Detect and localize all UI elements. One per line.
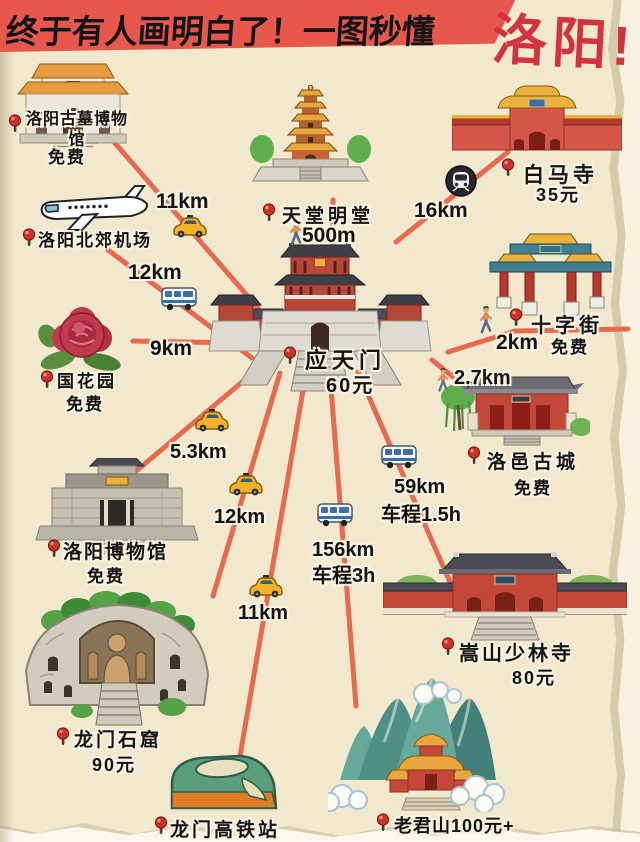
grottoes-price: 90元 [92, 755, 137, 775]
shaolin-temple-illustration [383, 552, 627, 641]
map-pin-icon [501, 158, 515, 177]
yingtianmen-price: 60元 [326, 375, 375, 397]
luoyi-distance: 2.7km [454, 367, 511, 389]
tomb-museum-price: 免费 [48, 148, 86, 167]
guohuayuan-distance: 9km [150, 337, 193, 360]
baima-temple-illustration [452, 85, 622, 151]
map-pin-icon [509, 308, 523, 327]
bus-icon [317, 503, 353, 527]
shaolin-label: 嵩山少林寺 [459, 643, 574, 665]
grottoes-distance: 12km [214, 506, 266, 528]
map-pin-icon [283, 346, 297, 365]
taxi-icon [173, 214, 207, 239]
torn-edge-left [0, 0, 14, 842]
taxi-icon [195, 408, 229, 433]
baima-label: 白马寺 [523, 164, 598, 187]
luoyi-price: 免费 [514, 479, 552, 498]
map-pin-icon [47, 539, 61, 558]
baima-distance: 16km [414, 199, 468, 222]
longmen-grottoes-illustration [24, 591, 210, 726]
shizijie-archway-illustration [489, 233, 612, 316]
shaolin-price: 80元 [512, 668, 557, 688]
baima-price: 35元 [536, 185, 581, 205]
luoyi-city-illustration [441, 376, 590, 446]
route-tomb-museum [85, 109, 261, 311]
map-pin-icon [8, 114, 22, 133]
tomb-museum-distance: 11km [156, 190, 209, 213]
route-baima [393, 149, 511, 245]
metro-icon [445, 165, 477, 197]
train-illustration [170, 754, 278, 810]
laojun-label: 老君山100元+ [394, 816, 515, 836]
bus-icon [161, 287, 197, 311]
bus-icon [381, 445, 417, 469]
taxi-icon [229, 472, 263, 497]
yingtianmen-illustration [208, 243, 432, 392]
taxi-icon [249, 574, 283, 599]
grottoes-label: 龙门石窟 [74, 730, 163, 751]
laojun-duration: 车程3h [312, 565, 376, 587]
airplane-illustration [40, 185, 149, 231]
laojun-mountain-illustration [328, 677, 505, 812]
tiantang-pagoda-illustration [250, 85, 371, 182]
shaolin-duration: 车程1.5h [381, 504, 462, 526]
map-pin-icon [376, 813, 390, 832]
museum-label: 洛阳博物馆 [63, 542, 169, 563]
laojun-distance: 156km [312, 539, 375, 561]
route-laojun [327, 372, 359, 709]
tiantang-label: 天堂明堂 [282, 206, 375, 227]
route-museum [132, 369, 257, 475]
route-station [237, 370, 309, 759]
airport-distance: 12km [128, 261, 182, 284]
walking-person-icon [479, 305, 493, 334]
guohuayuan-price: 免费 [66, 395, 104, 414]
tomb-museum-illustration [16, 63, 130, 148]
tiantang-distance: 500m [302, 224, 356, 247]
guohuayuan-label: 国花园 [57, 372, 117, 391]
route-shaolin [355, 369, 453, 585]
map-pin-icon [56, 727, 70, 746]
airport-label: 洛阳北郊机场 [38, 231, 152, 250]
station-distance: 11km [238, 602, 289, 624]
map-pin-icon [40, 370, 54, 389]
shaolin-distance: 59km [394, 476, 446, 498]
peony-illustration [38, 307, 121, 371]
map-pin-icon [467, 446, 481, 465]
luoyi-label: 洛邑古城 [487, 452, 580, 473]
yingtianmen-label: 应天门 [305, 348, 387, 373]
route-shizijie [445, 326, 631, 355]
walking-person-icon [437, 368, 449, 392]
banner-headline: 终于有人画明白了！一图秒懂 [4, 13, 437, 50]
museum-price: 免费 [87, 567, 125, 586]
shizijie-distance: 2km [496, 331, 539, 354]
shizijie-label: 十字街 [531, 315, 603, 337]
tomb-museum-label: 洛阳古墓博物馆 [25, 111, 128, 149]
shizijie-price: 免费 [551, 338, 589, 357]
map-pin-icon [441, 637, 455, 656]
station-label: 龙门高铁站 [170, 820, 281, 841]
map-pin-icon [262, 203, 276, 222]
map-pin-icon [154, 816, 168, 835]
banner-ribbon [0, 0, 516, 52]
luoyang-museum-illustration [35, 458, 199, 555]
map-pin-icon [22, 228, 36, 247]
museum-distance: 5.3km [170, 441, 227, 463]
page-title: 洛阳! [490, 8, 637, 78]
